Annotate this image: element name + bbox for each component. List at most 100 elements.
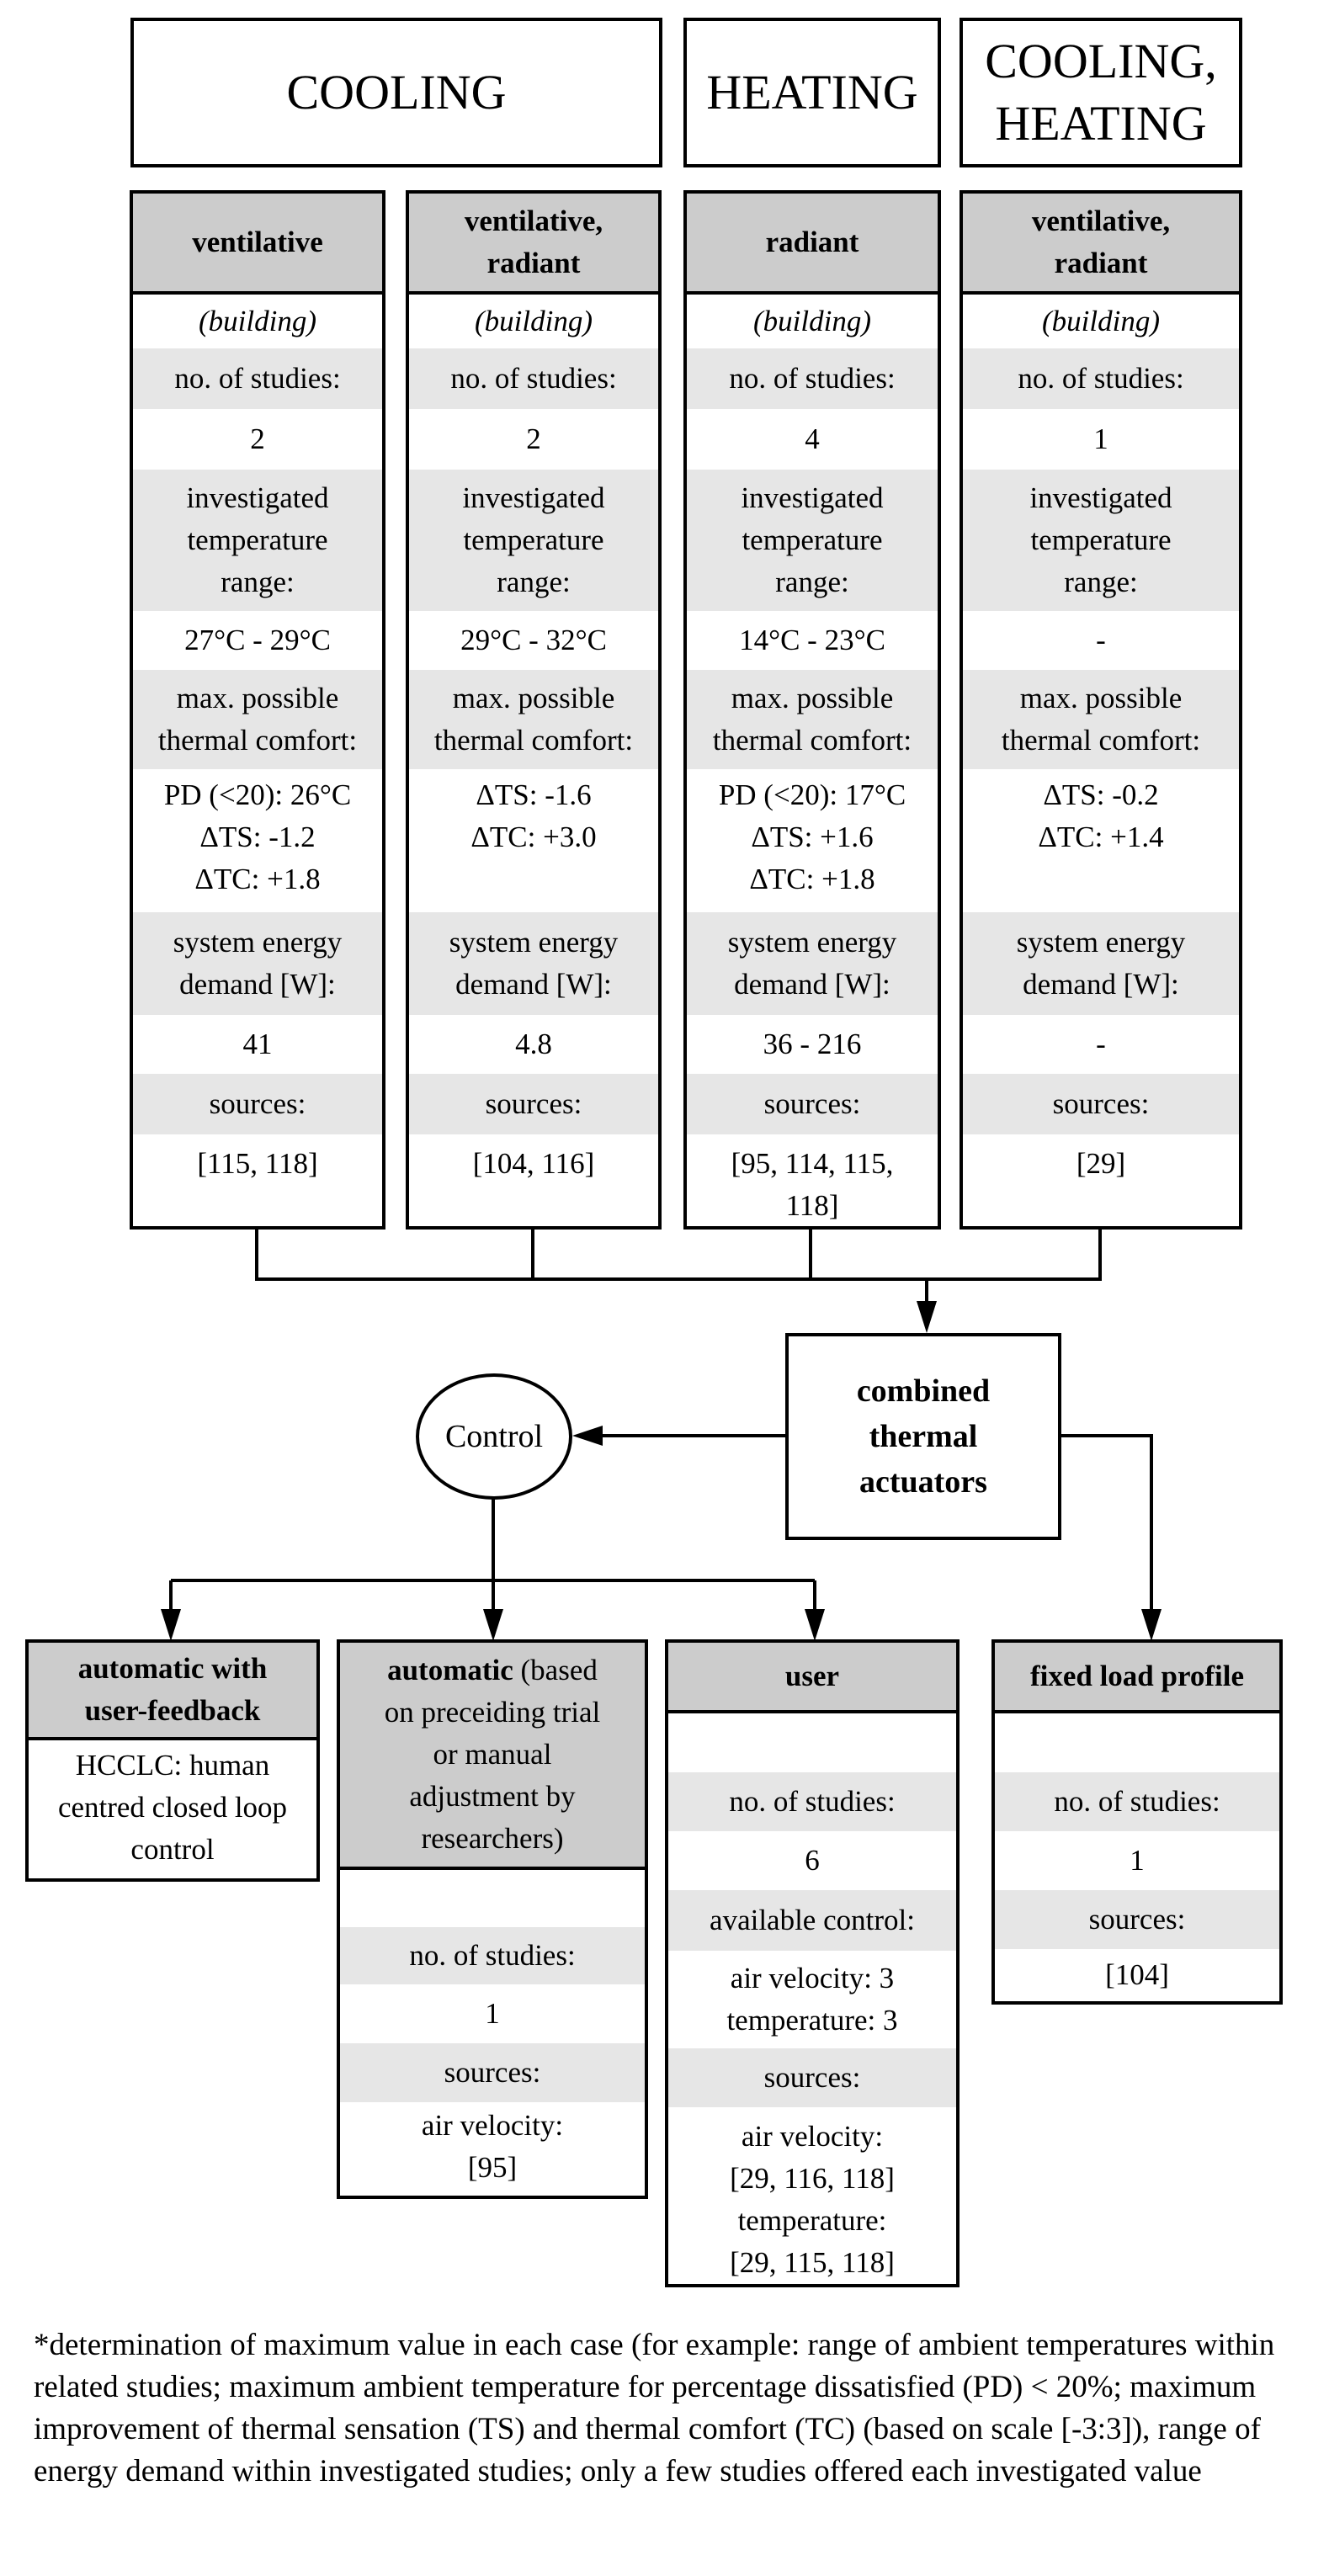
energy-value: 41 <box>242 1028 273 1060</box>
auto-feedback-body: HCCLC: human centred closed loop control <box>57 1749 288 1866</box>
studies-value: 1 <box>1130 1844 1145 1877</box>
studies-label: no. of studies: <box>668 1772 956 1831</box>
arrowhead-fixed <box>1141 1609 1162 1641</box>
combined-to-fixed-line <box>1033 1434 1153 1609</box>
range-value: 14°C - 23°C <box>739 624 885 656</box>
sources-label: sources: <box>687 1074 938 1134</box>
studies-value: 4 <box>805 422 820 455</box>
column-scope: (building) <box>199 305 316 337</box>
column-ventilative: ventilative (building) no. of studies: 2… <box>130 190 385 1230</box>
sources-value: [104] <box>1105 1958 1169 1991</box>
sources-value: air velocity: [95] <box>421 2109 564 2184</box>
energy-value: 36 - 216 <box>763 1028 862 1060</box>
header-heating: HEATING <box>683 18 941 167</box>
sources-value: [104, 116] <box>472 1147 595 1180</box>
energy-value: 4.8 <box>515 1028 552 1060</box>
arrowhead-auto-feedback <box>161 1609 181 1641</box>
footnote: *determination of maximum value in each … <box>34 2328 1275 2488</box>
arrowhead-automatic <box>483 1609 503 1641</box>
automatic-title-bold: automatic <box>387 1654 513 1686</box>
sources-value: [115, 118] <box>197 1147 318 1180</box>
comfort-label: max. possible thermal comfort: <box>687 670 938 769</box>
user-spacer <box>668 1713 956 1772</box>
automatic-user-feedback-box: automatic with user-feedback HCCLC: huma… <box>25 1639 320 1882</box>
sources-label: sources: <box>409 1074 658 1134</box>
studies-value: 2 <box>250 422 265 455</box>
sources-value: [29] <box>1076 1147 1126 1180</box>
user-sources-value: air velocity: [29, 116, 118] temperature… <box>668 2107 956 2292</box>
automatic-box: automatic (based on preceiding trial or … <box>337 1639 648 2199</box>
sources-temperature-value: [29, 115, 118] <box>730 2246 895 2279</box>
range-label: investigated temperature range: <box>133 470 382 611</box>
sources-label: sources: <box>340 2043 645 2102</box>
fixed-spacer <box>995 1713 1279 1772</box>
energy-label: system energy demand [W]: <box>133 912 382 1015</box>
control-label: Control <box>444 1419 544 1454</box>
sources-temperature-label: temperature: <box>737 2204 887 2237</box>
studies-label: no. of studies: <box>133 348 382 409</box>
range-value: 27°C - 29°C <box>184 624 331 656</box>
header-cooling-heating-label: COOLING, HEATING <box>985 34 1217 151</box>
studies-label: no. of studies: <box>995 1772 1279 1831</box>
column-scope: (building) <box>1042 305 1160 337</box>
column-ventilative-radiant-both: ventilative, radiant (building) no. of s… <box>960 190 1242 1230</box>
combined-thermal-actuators-box: combined thermal actuators <box>785 1333 1061 1540</box>
fixed-load-profile-box: fixed load profile no. of studies: 1 sou… <box>991 1639 1283 2005</box>
sources-air-velocity-value: [29, 116, 118] <box>730 2162 895 2195</box>
user-title: user <box>668 1643 956 1713</box>
header-cooling-heating: COOLING, HEATING <box>960 18 1242 167</box>
sources-label: sources: <box>133 1074 382 1134</box>
energy-label: system energy demand [W]: <box>409 912 658 1015</box>
energy-label: system energy demand [W]: <box>687 912 938 1015</box>
comfort-label: max. possible thermal comfort: <box>409 670 658 769</box>
arrowhead-user <box>805 1609 825 1641</box>
column-title: ventilative, radiant <box>963 194 1239 295</box>
control-circle: Control <box>416 1373 572 1500</box>
comfort-value: ΔTS: -1.6 ΔTC: +3.0 <box>470 778 597 853</box>
column-ventilative-radiant-cooling: ventilative, radiant (building) no. of s… <box>406 190 662 1230</box>
range-value: - <box>1096 624 1106 656</box>
range-label: investigated temperature range: <box>409 470 658 611</box>
column-title: ventilative, radiant <box>409 194 658 295</box>
energy-value: - <box>1096 1028 1106 1060</box>
range-label: investigated temperature range: <box>963 470 1239 611</box>
arrowhead-control <box>572 1426 603 1446</box>
studies-label: no. of studies: <box>963 348 1239 409</box>
auto-feedback-title: automatic with user-feedback <box>29 1643 316 1740</box>
automatic-title: automatic (based on preceiding trial or … <box>340 1643 645 1870</box>
available-control-label: available control: <box>668 1890 956 1951</box>
range-value: 29°C - 32°C <box>460 624 607 656</box>
fixed-title: fixed load profile <box>995 1643 1279 1713</box>
column-title: radiant <box>687 194 938 295</box>
comfort-value: PD (<20): 17°C ΔTS: +1.6 ΔTC: +1.8 <box>718 778 906 895</box>
sources-label: sources: <box>995 1890 1279 1949</box>
automatic-title-rest: (based on preceiding trial or manual adj… <box>384 1654 601 1855</box>
header-cooling-label: COOLING <box>286 65 507 120</box>
header-cooling: COOLING <box>130 18 662 167</box>
studies-label: no. of studies: <box>687 348 938 409</box>
sources-label: sources: <box>963 1074 1239 1134</box>
studies-value: 1 <box>1093 422 1108 455</box>
comfort-value: PD (<20): 26°C ΔTS: -1.2 ΔTC: +1.8 <box>163 778 352 895</box>
user-box: user no. of studies: 6 available control… <box>665 1639 960 2287</box>
available-control-value: air velocity: 3 temperature: 3 <box>726 1962 898 2037</box>
automatic-spacer <box>340 1870 645 1927</box>
studies-label: no. of studies: <box>409 348 658 409</box>
range-label: investigated temperature range: <box>687 470 938 611</box>
header-heating-label: HEATING <box>706 65 918 120</box>
comfort-label: max. possible thermal comfort: <box>133 670 382 769</box>
sources-label: sources: <box>668 2048 956 2107</box>
comfort-value: ΔTS: -0.2 ΔTC: +1.4 <box>1038 778 1164 853</box>
energy-label: system energy demand [W]: <box>963 912 1239 1015</box>
arrowhead-combined <box>917 1301 937 1333</box>
combined-label: combined thermal actuators <box>856 1373 991 1500</box>
studies-label: no. of studies: <box>340 1927 645 1984</box>
studies-value: 2 <box>526 422 541 455</box>
sources-value: [95, 114, 115, 118] <box>731 1147 894 1222</box>
studies-value: 1 <box>485 1997 500 2030</box>
studies-value: 6 <box>805 1844 820 1877</box>
column-scope: (building) <box>475 305 593 337</box>
column-radiant: radiant (building) no. of studies: 4 inv… <box>683 190 941 1230</box>
comfort-label: max. possible thermal comfort: <box>963 670 1239 769</box>
